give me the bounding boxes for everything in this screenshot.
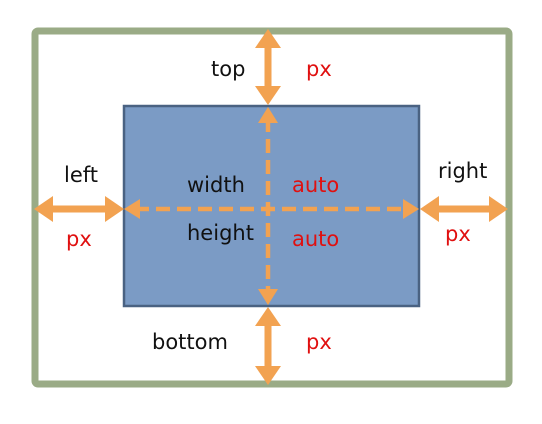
top-value: px	[306, 57, 332, 81]
width-arrowhead-left	[124, 199, 140, 219]
top-arrow	[255, 29, 281, 105]
bottom-value: px	[306, 330, 332, 354]
left-value: px	[66, 227, 92, 251]
bottom-label: bottom	[152, 330, 228, 354]
right-value: px	[445, 222, 471, 246]
left-label: left	[64, 163, 98, 187]
height-label: height	[187, 221, 254, 245]
width-arrowhead-right	[403, 199, 419, 219]
left-arrow	[34, 196, 124, 222]
height-value: auto	[292, 227, 339, 251]
height-arrowhead-bottom	[258, 289, 278, 305]
width-value: auto	[292, 173, 339, 197]
right-arrow	[420, 196, 508, 222]
width-label: width	[187, 173, 245, 197]
top-label: top	[211, 57, 245, 81]
bottom-arrow	[255, 307, 281, 385]
right-label: right	[438, 159, 487, 183]
element-box	[122, 104, 421, 308]
dimension-crosshair	[124, 107, 419, 305]
height-arrowhead-top	[258, 107, 278, 123]
